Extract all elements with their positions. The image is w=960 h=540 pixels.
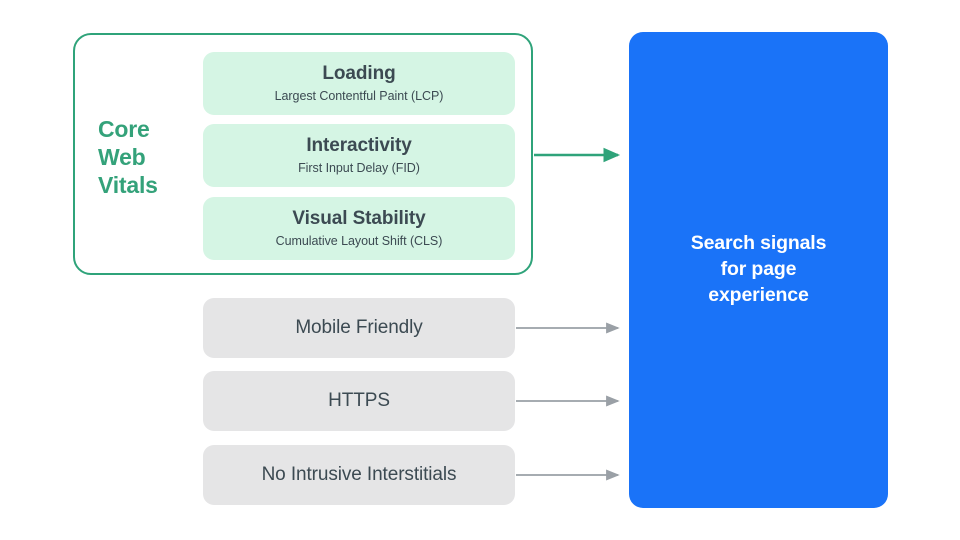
signal-label-https: HTTPS bbox=[328, 390, 390, 411]
metric-subtitle-interactivity: First Input Delay (FID) bbox=[298, 160, 420, 175]
metric-card-visual-stability[interactable]: Visual Stability Cumulative Layout Shift… bbox=[203, 197, 515, 260]
metric-card-loading[interactable]: Loading Largest Contentful Paint (LCP) bbox=[203, 52, 515, 115]
core-web-vitals-group bbox=[73, 33, 533, 275]
signal-card-https[interactable]: HTTPS bbox=[203, 371, 515, 431]
signal-label-no-intrusive-interstitials: No Intrusive Interstitials bbox=[261, 464, 457, 485]
destination-box-search-signals[interactable]: Search signals for page experience bbox=[629, 32, 888, 508]
metric-title-loading: Loading bbox=[322, 62, 396, 84]
destination-box-label: Search signals for page experience bbox=[690, 232, 827, 306]
core-web-vitals-label-line-3: Vitals bbox=[98, 172, 158, 199]
core-web-vitals-group-label: Core Web Vitals bbox=[98, 115, 194, 199]
signal-card-mobile-friendly[interactable]: Mobile Friendly bbox=[203, 298, 515, 358]
metric-title-visual-stability: Visual Stability bbox=[292, 207, 426, 229]
metric-subtitle-visual-stability: Cumulative Layout Shift (CLS) bbox=[275, 233, 443, 248]
signal-label-mobile-friendly: Mobile Friendly bbox=[295, 317, 423, 338]
metric-subtitle-loading: Largest Contentful Paint (LCP) bbox=[274, 88, 444, 103]
signal-card-no-intrusive-interstitials[interactable]: No Intrusive Interstitials bbox=[203, 445, 515, 505]
metric-card-interactivity[interactable]: Interactivity First Input Delay (FID) bbox=[203, 124, 515, 187]
core-web-vitals-label-line-1: Core bbox=[98, 116, 150, 142]
core-web-vitals-label-line-2: Web bbox=[98, 144, 146, 171]
metric-title-interactivity: Interactivity bbox=[306, 134, 412, 156]
